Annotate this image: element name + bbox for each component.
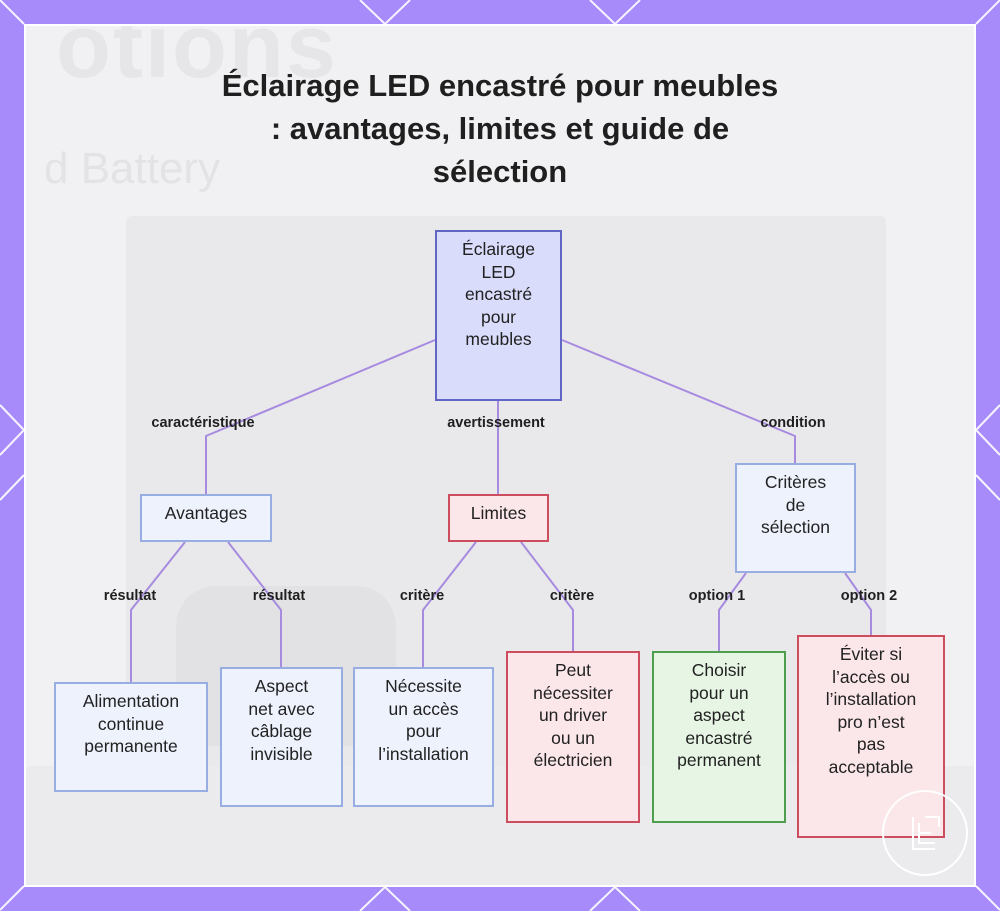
node-label-line: de [761, 494, 830, 517]
node-label-line: Aspect [248, 675, 314, 698]
edge-label-root-limites: avertissement [447, 415, 545, 431]
node-label-line: l’accès ou [826, 666, 916, 689]
node-label-line: invisible [248, 743, 314, 766]
node-label-line: électricien [533, 749, 613, 772]
node-label-line: LED [462, 261, 535, 284]
edge-label-criteres-eviter: option 2 [841, 588, 897, 604]
node-label-line: un accès [378, 698, 468, 721]
node-label-line: encastré [677, 727, 761, 750]
edge-label-avantages-aspect: résultat [253, 588, 305, 604]
logo-icon [895, 803, 955, 863]
edge-label-limites-acces: critère [400, 588, 444, 604]
edge-label-criteres-choisir: option 1 [689, 588, 745, 604]
node-avantages: Avantages [140, 494, 272, 542]
node-label-line: pas [826, 733, 916, 756]
node-label-line: Limites [471, 502, 526, 525]
edge-criteres-eviter [845, 573, 871, 635]
node-label-line: pro n’est [826, 711, 916, 734]
node-label-line: Éclairage [462, 238, 535, 261]
edge-root-criteres [562, 340, 795, 463]
edge-label-root-criteres: condition [760, 415, 825, 431]
node-label-line: Éviter si [826, 643, 916, 666]
node-label-line: continue [83, 713, 179, 736]
node-label-line: pour [462, 306, 535, 329]
edge-avantages-aspect [228, 542, 281, 667]
node-label-line: câblage [248, 720, 314, 743]
node-label-line: acceptable [826, 756, 916, 779]
node-label: Avantages [165, 502, 247, 525]
node-label-line: ou un [533, 727, 613, 750]
node-label-line: Critères [761, 471, 830, 494]
node-label: Limites [471, 502, 526, 525]
node-label-line: permanent [677, 749, 761, 772]
node-label-line: permanente [83, 735, 179, 758]
brand-logo [882, 790, 968, 876]
node-label-line: Alimentation [83, 690, 179, 713]
node-label-line: pour un [677, 682, 761, 705]
node-label-line: Peut [533, 659, 613, 682]
node-label-line: net avec [248, 698, 314, 721]
edge-label-root-avantages: caractéristique [151, 415, 254, 431]
node-label-line: Choisir [677, 659, 761, 682]
edge-label-limites-driver: critère [550, 588, 594, 604]
edge-limites-acces [423, 542, 476, 667]
node-label-line: un driver [533, 704, 613, 727]
node-label-line: sélection [761, 516, 830, 539]
edge-label-avantages-alimentation: résultat [104, 588, 156, 604]
node-label-line: meubles [462, 328, 535, 351]
edge-avantages-alimentation [131, 542, 185, 682]
node-label-line: Nécessite [378, 675, 468, 698]
edge-criteres-choisir [719, 573, 746, 651]
node-label-line: nécessiter [533, 682, 613, 705]
node-label-line: l’installation [378, 743, 468, 766]
node-label-line: pour [378, 720, 468, 743]
node-label-line: encastré [462, 283, 535, 306]
node-label-line: l’installation [826, 688, 916, 711]
node-label-line: Avantages [165, 502, 247, 525]
node-label-line: aspect [677, 704, 761, 727]
node-limites: Limites [448, 494, 549, 542]
